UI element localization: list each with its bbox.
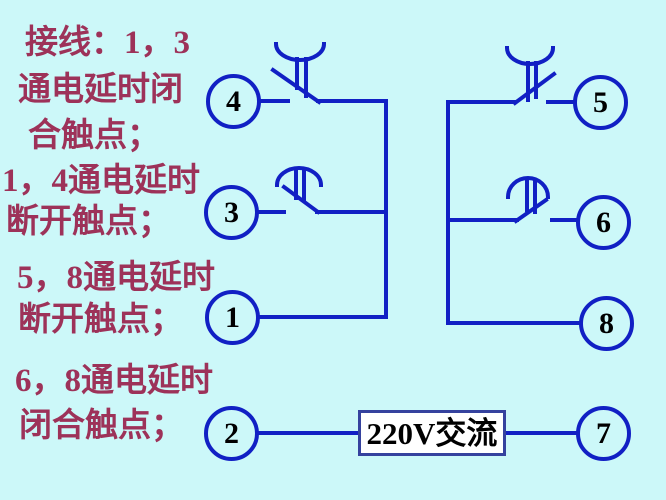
left-bus-group bbox=[257, 99, 388, 319]
on-delay-contact-4-icon bbox=[258, 41, 327, 105]
terminal-4-label: 4 bbox=[226, 84, 241, 118]
terminal-6: 6 bbox=[576, 195, 631, 250]
terminal-7-label: 7 bbox=[596, 416, 611, 450]
note-line-8: 6，8通电延时 bbox=[15, 363, 213, 399]
terminal-5-label: 5 bbox=[593, 85, 608, 119]
contact-blade bbox=[513, 197, 549, 224]
terminal-8: 8 bbox=[579, 296, 634, 351]
note-line-7: 断开触点； bbox=[18, 302, 183, 338]
right-bus-group bbox=[446, 100, 582, 325]
on-delay-contact-5-icon bbox=[504, 45, 576, 106]
terminal-6-label: 6 bbox=[596, 205, 611, 239]
delay-dome-arc bbox=[274, 166, 324, 188]
on-delay-contact-3-icon bbox=[256, 166, 324, 215]
note-line-2: 通电延时闭 bbox=[18, 72, 183, 108]
contact-blade bbox=[281, 184, 321, 215]
delay-dome-arc bbox=[505, 176, 551, 200]
terminal-3-label: 3 bbox=[224, 195, 239, 229]
terminal-1-label: 1 bbox=[225, 300, 240, 334]
contact-blade bbox=[270, 67, 322, 105]
terminal-8-label: 8 bbox=[599, 306, 614, 340]
left-bus-wire bbox=[257, 99, 388, 319]
on-delay-contact-6-icon bbox=[505, 176, 580, 224]
terminal-3: 3 bbox=[204, 185, 259, 240]
right-bus-wire bbox=[446, 100, 582, 325]
terminal-4: 4 bbox=[206, 74, 261, 129]
note-line-1: 接线：1，3 bbox=[25, 25, 190, 61]
terminal-7: 7 bbox=[576, 406, 631, 461]
note-line-6: 5，8通电延时 bbox=[17, 260, 215, 296]
note-line-9: 闭合触点； bbox=[19, 408, 184, 444]
terminal-2-label: 2 bbox=[224, 416, 239, 450]
power-source-label: 220V交流 bbox=[366, 415, 498, 451]
contact-blade bbox=[512, 71, 557, 106]
note-line-5: 断开触点； bbox=[6, 204, 171, 240]
delay-cup-arc bbox=[273, 41, 327, 62]
note-line-4: 1，4通电延时 bbox=[2, 163, 200, 199]
terminal-2: 2 bbox=[204, 406, 259, 461]
terminal-5: 5 bbox=[573, 75, 628, 130]
note-line-3: 合触点； bbox=[28, 118, 160, 154]
power-source-box: 220V交流 bbox=[358, 410, 506, 456]
terminal-1: 1 bbox=[205, 290, 260, 345]
